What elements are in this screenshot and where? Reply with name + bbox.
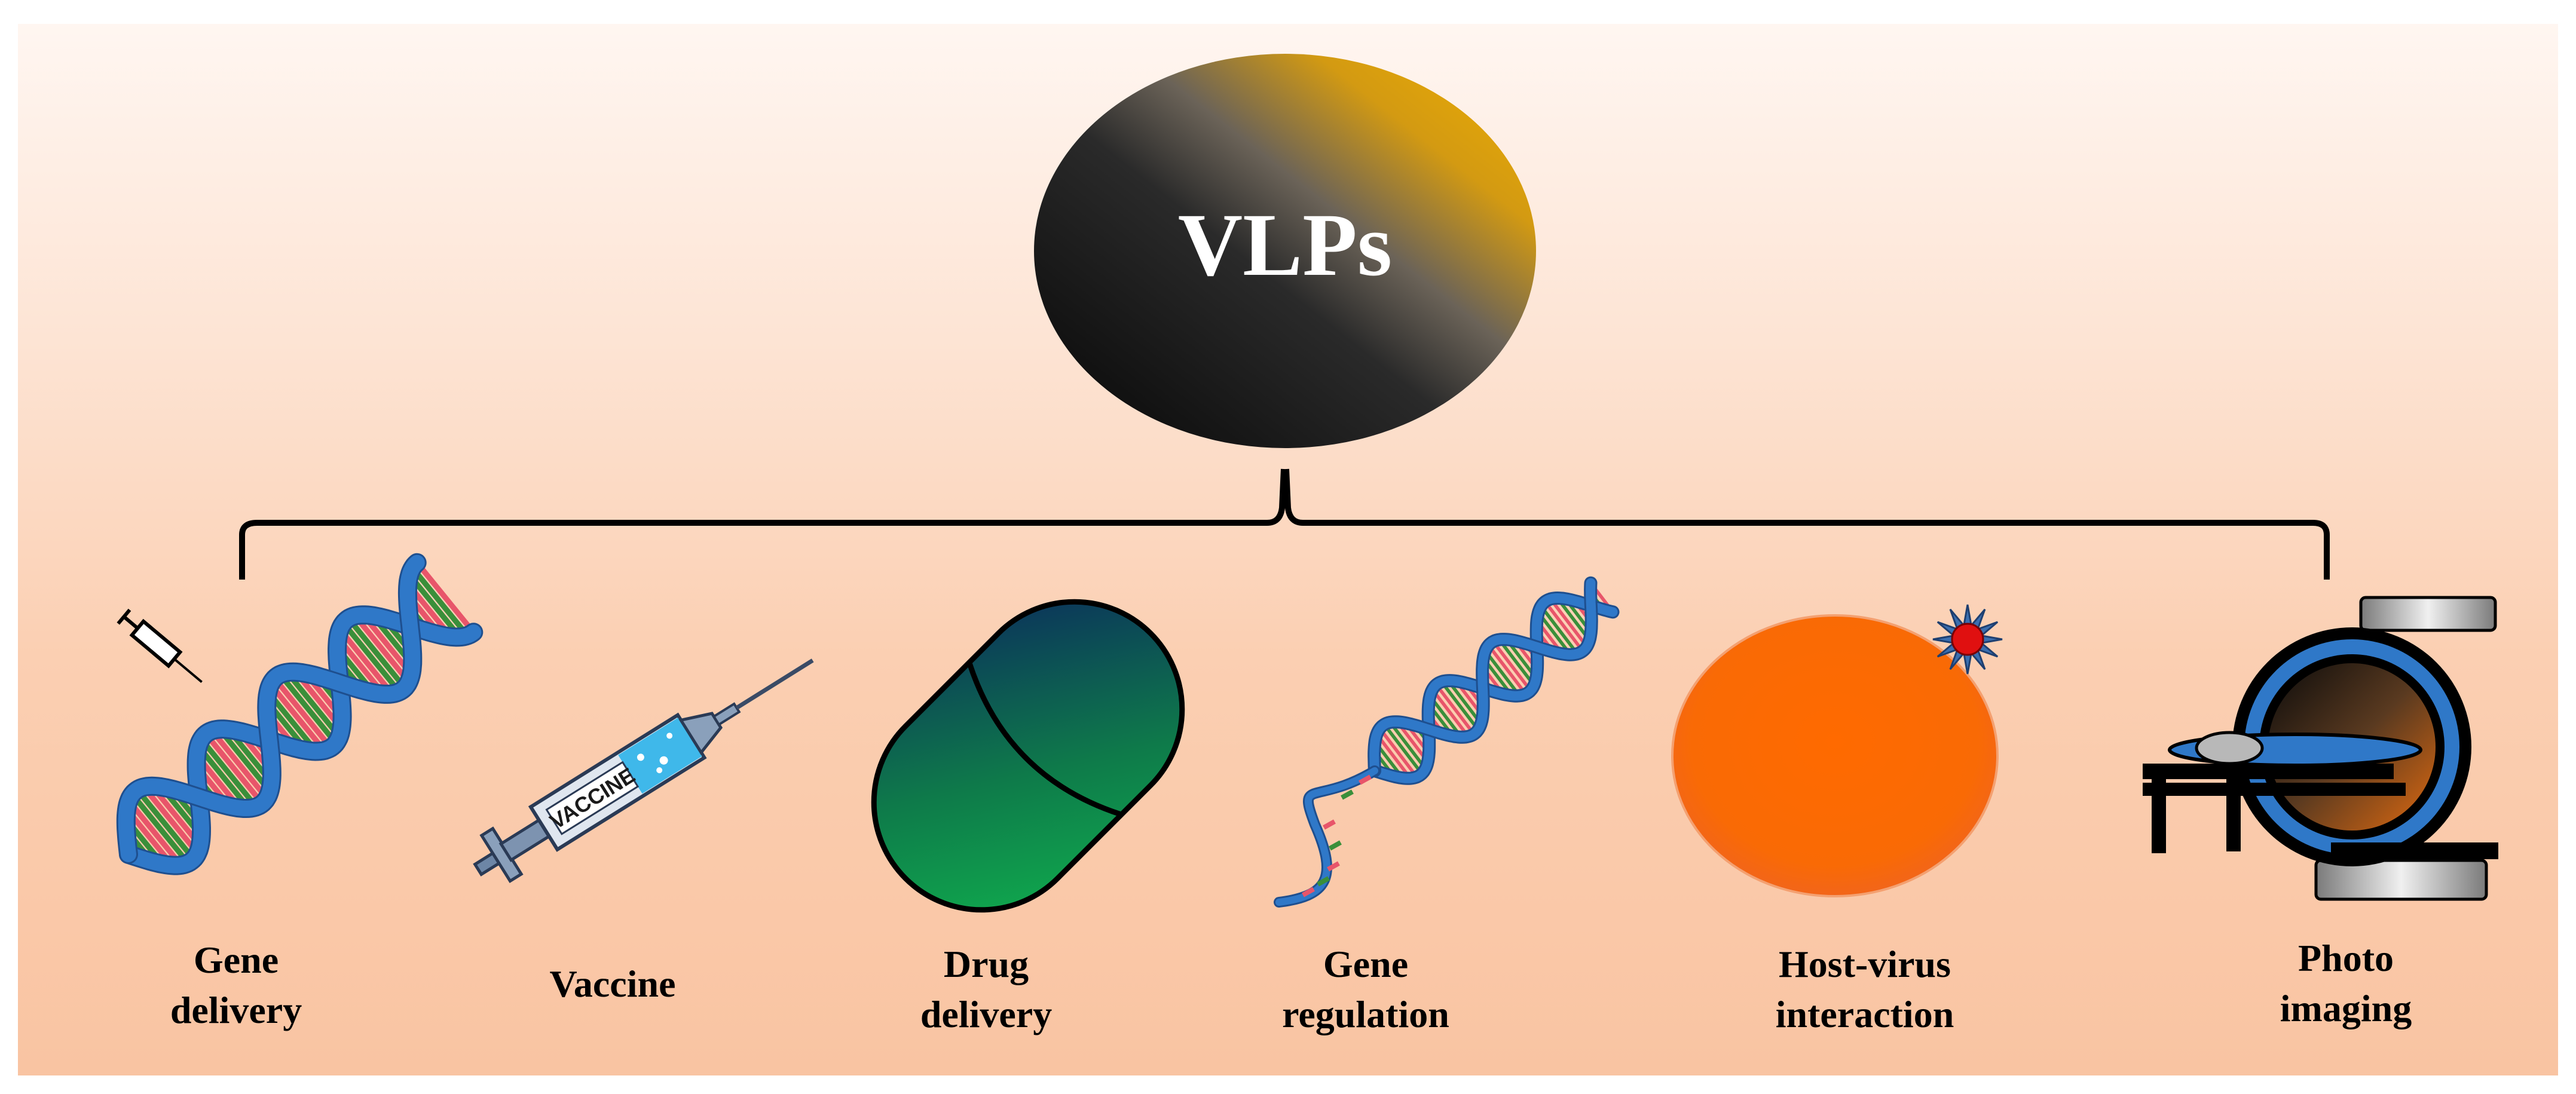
label-vaccine: Vaccine	[549, 963, 676, 1005]
vaccine-syringe-icon: VACCINE	[473, 658, 814, 884]
unwinding-dna-icon	[1274, 576, 1620, 908]
host-cell-icon	[1671, 614, 1999, 897]
small-syringe-icon	[117, 608, 203, 684]
cell-virus-icon	[1671, 604, 2003, 897]
dna-syringe-icon	[116, 553, 484, 875]
virus-icon	[1932, 604, 2003, 675]
vlp-title: VLPs	[1178, 195, 1392, 295]
scanner-icon	[2143, 596, 2498, 901]
capsule-icon	[871, 599, 1185, 913]
vlp-node: VLPs	[1034, 54, 1536, 448]
connector-bracket	[239, 468, 2330, 580]
